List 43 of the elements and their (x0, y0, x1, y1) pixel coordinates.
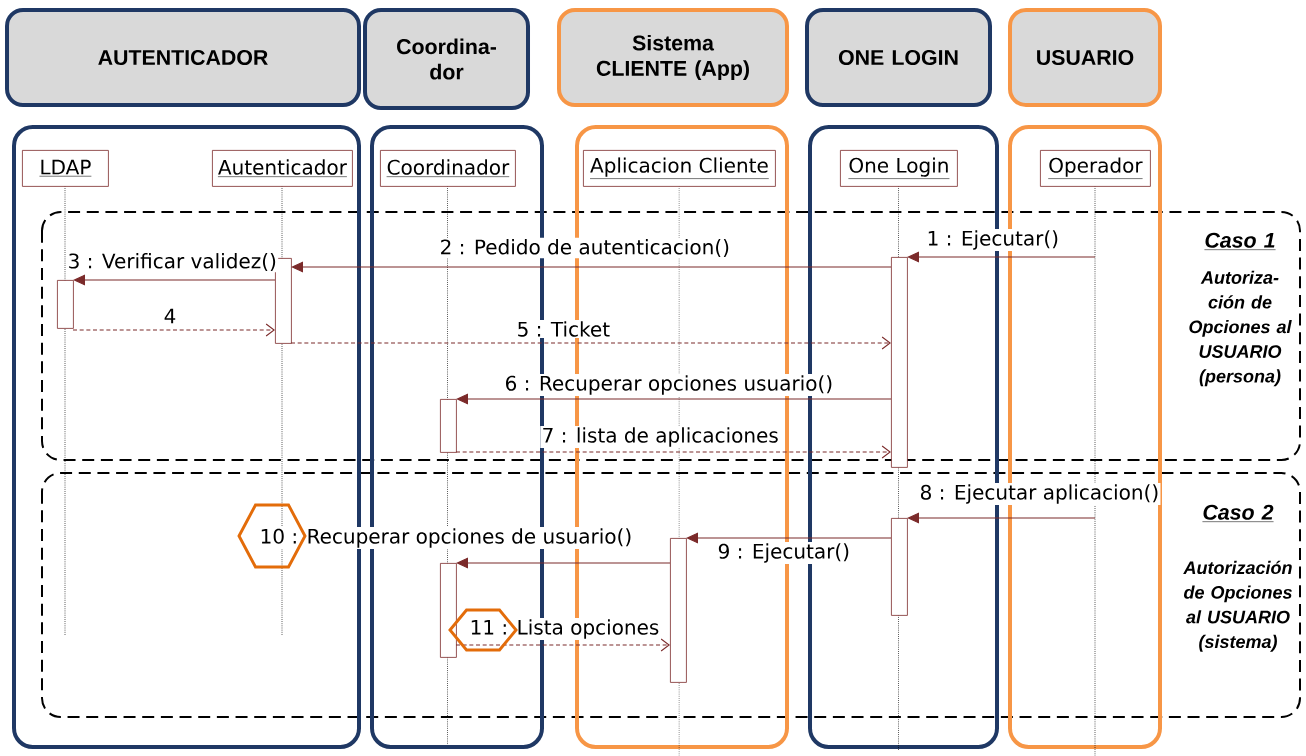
edge-label: 8 : Ejecutar aplicacion() (918, 483, 1161, 505)
lifeline-head: Operador (1040, 150, 1151, 187)
case-description: Autorización de Opciones al USUARIO (sistema) (1183, 560, 1292, 652)
activation-bar (57, 280, 74, 329)
case-title: Caso 2 (1202, 504, 1274, 522)
edge-label: 2 : Pedido de autenticacion() (438, 237, 732, 259)
edge-label: 7 : lista de aplicaciones (540, 426, 781, 448)
lifeline-head: Autenticador (212, 150, 353, 187)
lane-header: Coordina- dor (363, 8, 530, 110)
message-arrow (456, 393, 892, 405)
message-arrow (455, 445, 891, 459)
lane-header: ONE LOGIN (805, 8, 992, 107)
message-arrow (456, 557, 671, 569)
activation-bar (275, 258, 292, 344)
lane-header: USUARIO (1008, 8, 1162, 107)
case-title: Caso 1 (1204, 232, 1276, 250)
message-arrow (73, 274, 276, 286)
message-arrow (72, 323, 275, 337)
edge-label: 9 : Ejecutar() (716, 542, 852, 564)
activation-bar (440, 563, 457, 658)
lifeline-head: One Login (840, 150, 958, 187)
message-arrow (455, 638, 670, 652)
message-arrow (686, 532, 892, 544)
message-arrow (907, 251, 1096, 263)
activation-bar (440, 399, 457, 453)
lane-header: AUTENTICADOR (5, 8, 361, 107)
edge-label: 11 : Lista opciones (468, 618, 661, 640)
lane-header: Sistema CLIENTE (App) (557, 8, 789, 107)
activation-bar (891, 518, 908, 616)
edge-label: 1 : Ejecutar() (925, 229, 1061, 251)
lifeline-head: LDAP (22, 150, 109, 187)
activation-bar (891, 257, 908, 468)
message-arrow (290, 336, 891, 350)
edge-label: 4 (162, 307, 178, 325)
activation-bar (670, 538, 687, 683)
message-arrow (907, 512, 1096, 524)
message-arrow (291, 261, 892, 273)
lifeline-head: Coordinador (380, 150, 516, 187)
case-description: Autoriza- ción de Opciones al USUARIO (persona) (1189, 270, 1292, 387)
lifeline-head: Aplicacion Cliente (583, 150, 776, 187)
edge-label: 5 : Ticket (515, 319, 612, 339)
edge-label: 10 : Recuperar opciones de usuario() (258, 527, 634, 549)
edge-label: 6 : Recuperar opciones usuario() (503, 374, 835, 396)
